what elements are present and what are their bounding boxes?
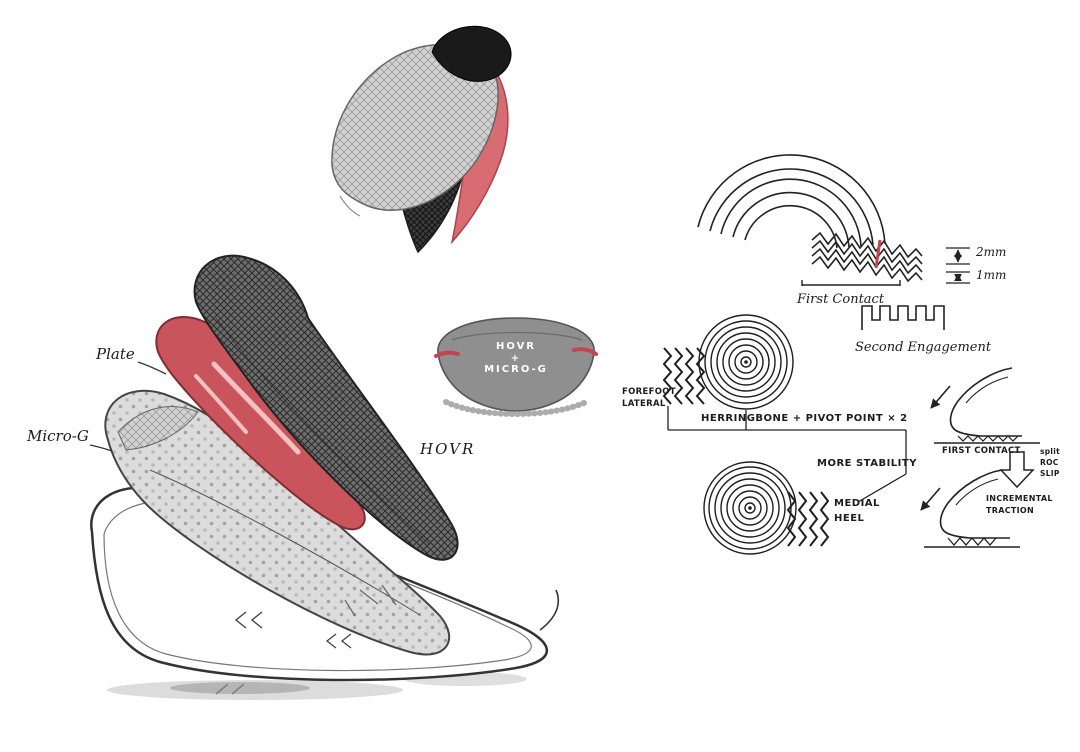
first-contact-bracket — [801, 280, 901, 286]
heel-counter-line2: MICRO-G — [484, 364, 548, 375]
heel-counter-sketch — [434, 317, 598, 417]
label-micro-g: Micro-G — [27, 427, 89, 445]
incremental-line1: INCREMENTAL — [986, 494, 1053, 503]
label-forefoot-lateral: FOREFOOT LATERAL — [622, 386, 676, 411]
motion-arrow-top — [930, 385, 951, 409]
dimension-annotation — [946, 247, 970, 284]
forefoot-line2: LATERAL — [622, 399, 666, 410]
upper-sketch — [331, 25, 512, 254]
medial-line1: MEDIAL — [834, 498, 880, 509]
forefoot-herringbone-zigzag — [662, 347, 706, 405]
incremental-line2: TRACTION — [986, 505, 1035, 515]
red-contact-mark — [874, 239, 882, 269]
label-herringbone-pivot: HERRINGBONE + PIVOT POINT × 2 — [701, 413, 908, 424]
profile-incremental-traction — [920, 469, 1020, 548]
label-1mm: 1mm — [976, 268, 1007, 282]
label-second-engagement: Second Engagement — [855, 340, 992, 355]
label-hovr: HOVR — [420, 440, 476, 458]
forefoot-pivot-circles — [662, 314, 794, 410]
heel-red-accent-right — [572, 347, 598, 356]
heel-pivot-circles — [703, 461, 830, 555]
heel-counter-plus: + — [510, 352, 522, 364]
traction-down-arrow — [999, 451, 1035, 489]
second-engagement-comb — [861, 305, 945, 330]
label-first-contact-top: First Contact — [797, 292, 885, 307]
heel-herringbone-zigzag — [786, 491, 830, 547]
tread-cross-section-diagram — [697, 154, 923, 282]
forefoot-line1: FOREFOOT — [622, 387, 676, 397]
motion-arrow-bottom — [920, 487, 941, 511]
label-2mm: 2mm — [976, 245, 1007, 259]
label-leader-lines — [89, 361, 167, 452]
split-line1: split — [1040, 447, 1061, 456]
label-split-roc-slip: split ROC SLIP — [1040, 447, 1060, 480]
label-more-stability: MORE STABILITY — [817, 458, 917, 469]
label-medial-heel: MEDIAL HEEL — [834, 497, 880, 526]
microg-layer — [104, 389, 451, 656]
tread-zigzag-band — [811, 231, 923, 282]
hovr-layer — [193, 254, 459, 561]
heel-red-accent-left — [434, 350, 460, 358]
split-line2: ROC — [1040, 457, 1059, 467]
heel-counter-line1: HOVR — [495, 341, 537, 352]
engagement-diagrams — [801, 280, 945, 330]
split-line3: SLIP — [1040, 468, 1060, 478]
label-incremental-traction: INCREMENTAL TRACTION — [986, 493, 1053, 516]
profile-first-contact — [930, 367, 1040, 444]
label-first-contact-right: FIRST CONTACT — [942, 446, 1021, 456]
ground-shadow — [107, 672, 527, 700]
label-heel-counter: HOVR + MICRO-G — [452, 341, 580, 376]
label-plate: Plate — [96, 345, 135, 363]
medial-line2: HEEL — [834, 512, 865, 524]
annotation-connectors — [667, 406, 907, 503]
